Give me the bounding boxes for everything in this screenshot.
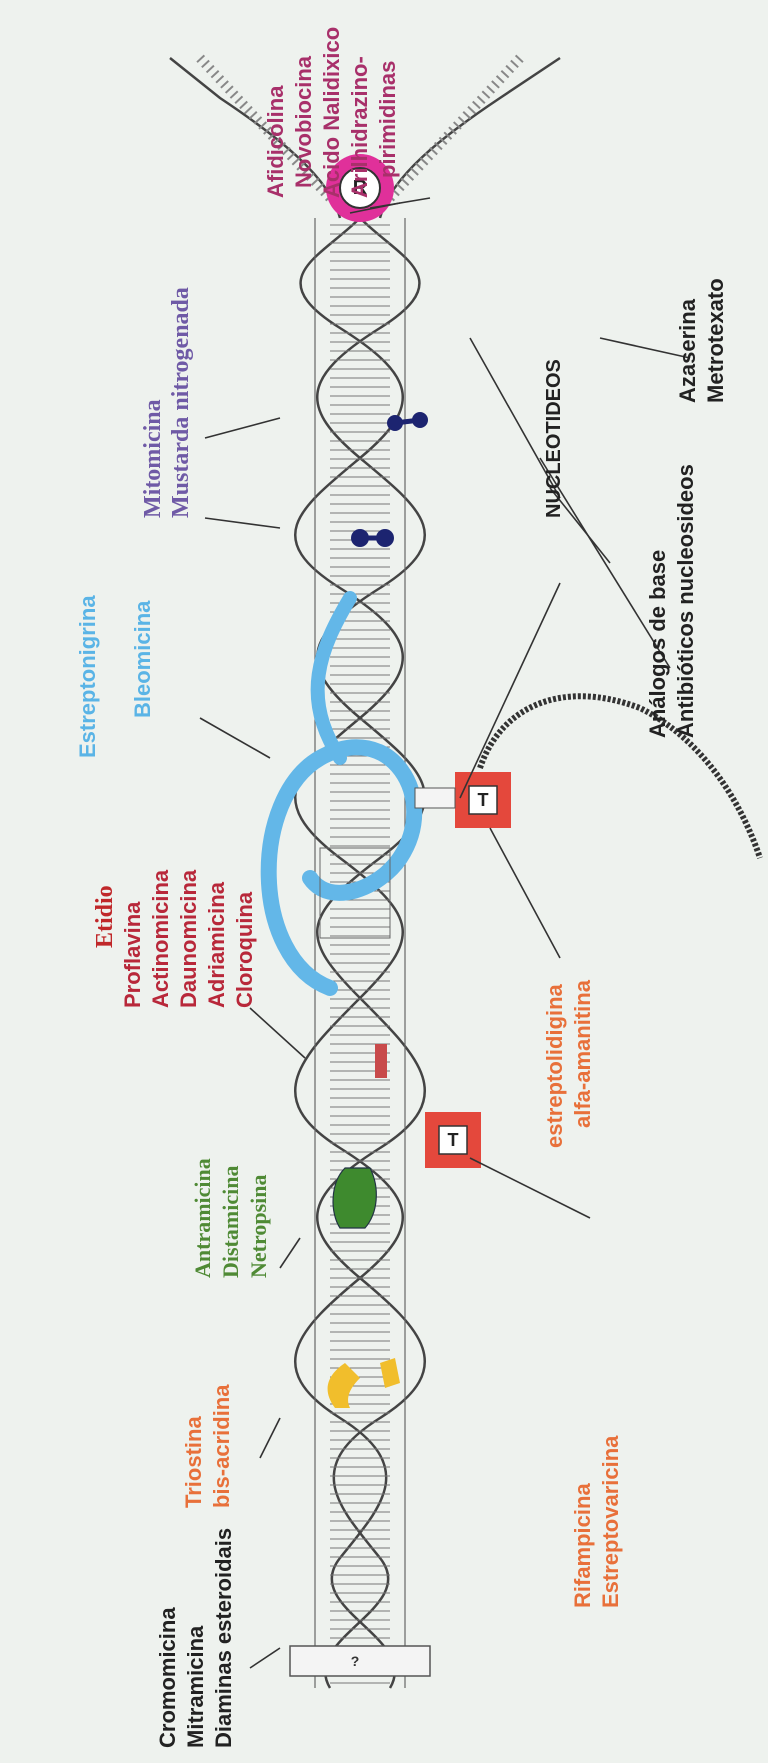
helix-question-mark: ? xyxy=(351,1653,360,1669)
label-antramicina-line2: Distamicina xyxy=(218,1166,243,1278)
label-estreptonigrina-line2: Bleomicina xyxy=(130,600,155,718)
label-nucleotideos: NUCLEOTIDEOS xyxy=(543,359,565,518)
label-estreptolidigina-line2: alfa-amanitina xyxy=(570,979,595,1128)
label-azaserina-line2: Metrotexato xyxy=(703,278,728,403)
label-etidio-line3: Actinomicina xyxy=(148,869,173,1008)
etidio-intercalator xyxy=(375,1044,387,1078)
label-cromomicina-line1: Cromomicina xyxy=(155,1607,180,1748)
label-estreptolidigina-line1: estreptolidigina xyxy=(542,983,567,1148)
label-azaserina-line1: Azaserina xyxy=(675,298,700,403)
label-afidicolina-line2: Novobiocina xyxy=(291,55,316,188)
label-etidio-line1: Etidio xyxy=(92,885,118,948)
label-estreptonigrina-line1: Estreptonigrina xyxy=(75,595,100,758)
label-cromomicina-line2: Mitramicina xyxy=(183,1625,208,1748)
label-mitomicina-line2: Mustarda nitrogenada xyxy=(168,287,194,518)
label-afidicolina-line3: Acido Nalidixico xyxy=(319,27,344,198)
label-rifampicina-line2: Estreptovaricina xyxy=(598,1435,623,1608)
label-afidicolina-line4: Arilhidrazino- xyxy=(347,56,372,198)
label-etidio-line5: Adriamicina xyxy=(204,881,229,1008)
label-etidio-line6: Cloroquina xyxy=(232,891,257,1008)
label-etidio-line4: Daunomicina xyxy=(176,869,201,1008)
label-antramicina: Antramicina Distamicina Netropsina xyxy=(190,1158,271,1278)
antramicina-groove-binder xyxy=(333,1168,376,1228)
label-rifampicina-line1: Rifampicina xyxy=(570,1483,595,1608)
label-analogos-line1: Análogos de base xyxy=(645,550,670,738)
label-cromomicina-line3: Diaminas esteroidais xyxy=(211,1528,236,1748)
label-mitomicina-line1: Mitomicina xyxy=(140,399,166,518)
label-nucleotideos-line1: NUCLEOTIDEOS xyxy=(543,359,565,518)
polymerase-t2-letter: T xyxy=(478,790,489,810)
label-afidicolina-line5: pirimidinas xyxy=(375,61,400,178)
polymerase-t1-letter: T xyxy=(448,1130,459,1150)
helix-question-box xyxy=(290,1646,430,1676)
polymerase-t2-stalk xyxy=(415,788,455,808)
label-antramicina-line1: Antramicina xyxy=(190,1158,215,1278)
label-afidicolina-line1: Afidicolina xyxy=(263,85,288,198)
label-triostina-line1: Triostina xyxy=(181,1416,206,1508)
label-triostina-line2: bis-acridina xyxy=(209,1384,234,1508)
label-etidio-line2: Proflavina xyxy=(120,901,145,1008)
label-analogos-line2: Antibióticos nucleosideos xyxy=(673,464,698,738)
label-antramicina-line3: Netropsina xyxy=(246,1175,271,1279)
